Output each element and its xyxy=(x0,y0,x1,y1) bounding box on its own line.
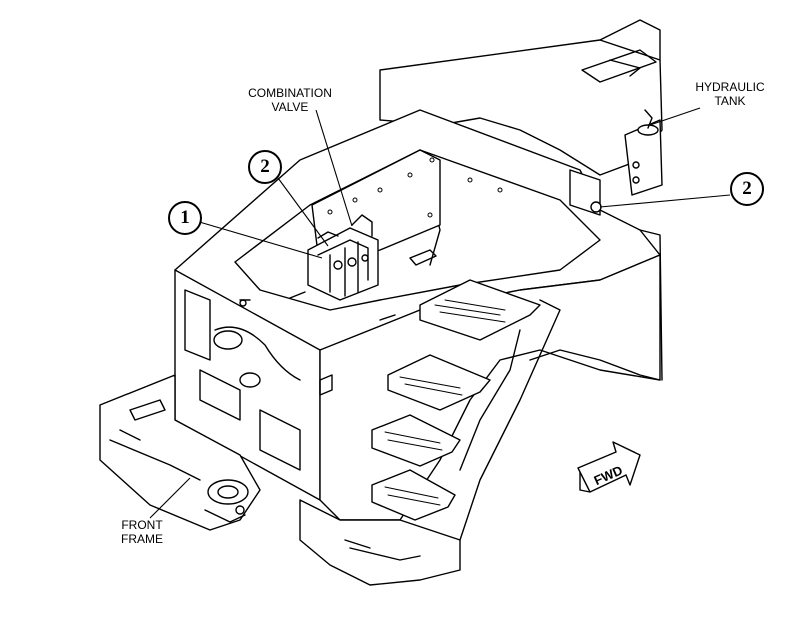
hydraulic-tank xyxy=(624,109,663,196)
fwd-arrow: FWD xyxy=(577,441,641,493)
combination-valve-label-line1: COMBINATION xyxy=(248,86,332,100)
hydraulic-tank-label-line1: HYDRAULIC xyxy=(695,80,765,94)
bottom-floor-plate xyxy=(299,499,461,586)
front-frame-label-line1: FRONT xyxy=(121,518,163,532)
leader-lines xyxy=(149,107,731,519)
tank-fitting xyxy=(590,201,602,213)
step-treads xyxy=(371,279,541,521)
front-frame-label: FRONT FRAME xyxy=(112,518,172,546)
callout-item-2-tank: 2 xyxy=(730,172,764,206)
callout-item-2-valve: 2 xyxy=(248,150,282,184)
hydraulic-tank-label: HYDRAULIC TANK xyxy=(690,80,770,108)
hydraulic-tank-label-line2: TANK xyxy=(714,94,746,108)
combination-valve-label-line2: VALVE xyxy=(271,100,309,114)
combination-valve-label: COMBINATION VALVE xyxy=(240,86,340,114)
front-frame-label-line2: FRAME xyxy=(121,532,163,546)
callout-item-1: 1 xyxy=(168,201,202,235)
frame-pivot-boss xyxy=(207,479,249,505)
combination-valve xyxy=(307,214,379,301)
